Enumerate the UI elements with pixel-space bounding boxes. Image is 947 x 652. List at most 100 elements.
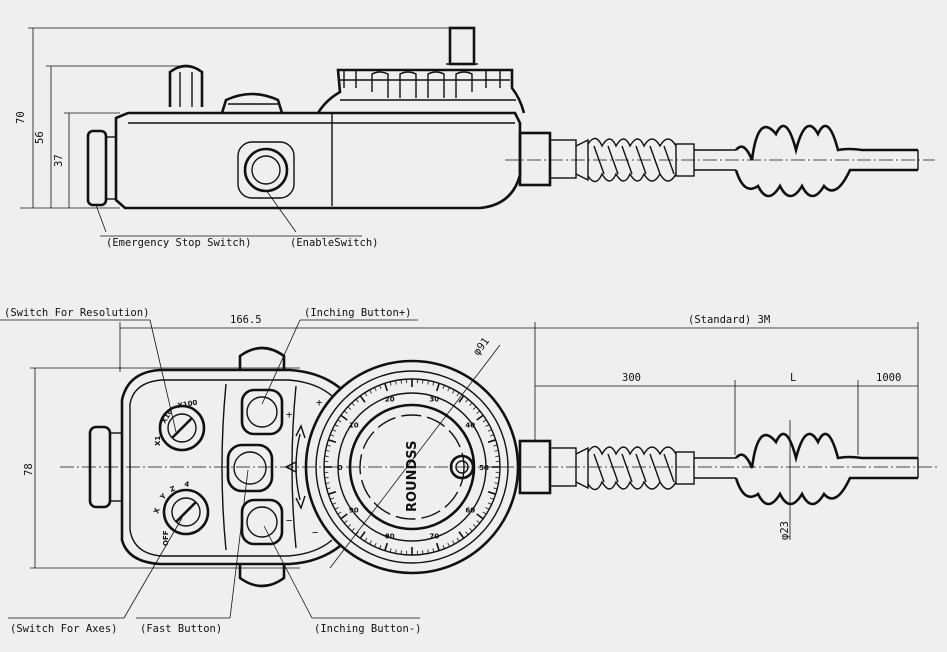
dial-tick (485, 424, 490, 427)
handwheel-outer (304, 359, 520, 575)
dial-tick (435, 383, 440, 392)
dial-number: 10 (349, 422, 359, 430)
dial-tick (355, 531, 359, 536)
dial-number: 70 (429, 532, 439, 540)
dial-tick (364, 537, 368, 542)
dial-tick (400, 550, 402, 555)
dial-tick (476, 414, 484, 421)
dial-tick (458, 395, 465, 403)
dial-tick (332, 429, 337, 432)
dial-tick (485, 507, 490, 510)
enable-switch-side (243, 147, 289, 193)
dial-number: 50 (479, 464, 489, 472)
axes-mark-4: 4 (184, 480, 190, 489)
emergency-stop-top (88, 425, 112, 509)
dial-tick (432, 381, 435, 386)
emergency-stop-side (86, 129, 108, 207)
resolution-mark-x1: X1 (154, 436, 162, 446)
dial-tick (447, 542, 450, 547)
dial-tick (452, 389, 455, 394)
minus-sign: − (286, 515, 292, 527)
dial-tick (379, 544, 382, 549)
dial-tick (334, 424, 339, 427)
dial-tick (351, 527, 355, 532)
dial-tick (465, 531, 469, 536)
dial-tick (442, 385, 445, 390)
dial-tick (379, 385, 382, 390)
dim-78-label: 78 (23, 463, 35, 476)
dial-tick (328, 490, 337, 495)
dial-tick (400, 379, 402, 384)
coiled-cable-top (734, 432, 918, 506)
dial-tick (364, 392, 368, 397)
fast-button-side (220, 92, 284, 114)
dial-number: 90 (349, 506, 359, 514)
dial-tick (369, 389, 372, 394)
dial-tick (337, 419, 342, 423)
inching-plus-housing (240, 388, 284, 436)
label-enable-switch: (EnableSwitch) (290, 237, 379, 249)
dial-number: 20 (385, 396, 395, 404)
resolution-knob-side (168, 64, 204, 107)
axes-mark-z: Z (169, 485, 177, 494)
dim-300-label: 300 (622, 372, 641, 384)
dial-tick (495, 455, 500, 457)
dial-tick (482, 419, 487, 423)
dial-tick (343, 410, 348, 414)
dial-tick (493, 487, 498, 490)
dial-tick (494, 482, 499, 484)
dial-tick (369, 540, 372, 545)
coiled-cable-side (734, 124, 918, 198)
dial-tick (482, 511, 487, 515)
resolution-switch (158, 404, 206, 452)
top-view: 166.5 (Standard) 3M 300 L 1000 78 φ23 (0, 307, 940, 635)
dial-tick (343, 520, 348, 524)
dial-tick (465, 398, 469, 403)
dial-tick (334, 507, 339, 510)
dial-tick (355, 398, 359, 403)
dial-tick (324, 477, 329, 479)
axes-mark-off: OFF (162, 530, 170, 546)
crank-handle-top (449, 454, 475, 480)
axes-switch (162, 488, 210, 536)
dim-phi23-label: φ23 (779, 521, 791, 540)
dial-tick (495, 477, 500, 479)
dial-tick (347, 406, 352, 410)
dial-number: 40 (465, 422, 475, 430)
label-switch-resolution: (Switch For Resolution) (4, 307, 149, 319)
cable-gland-side (518, 131, 552, 187)
dial-tick (487, 502, 492, 505)
dim-37-label: 37 (53, 154, 65, 167)
handwheel-side (316, 68, 526, 114)
dim-70-label: 70 (15, 111, 27, 124)
dial-tick (489, 497, 494, 500)
pendant-body-top (120, 368, 341, 566)
dim-166-label: 166.5 (230, 314, 262, 326)
fast-button (233, 451, 267, 485)
dial-tick (324, 455, 329, 457)
pendant-body-side (114, 111, 522, 210)
crank-handle-side (448, 26, 476, 66)
dial-tick (432, 548, 435, 553)
dial-tick (442, 544, 445, 549)
dial-tick (427, 549, 429, 554)
dial-tick (330, 497, 335, 500)
dim-phi91-label: φ91 (471, 336, 492, 358)
plus-sign: + (286, 409, 292, 421)
dial-tick (422, 379, 424, 384)
dial-tick (325, 450, 330, 452)
axes-mark-y: Y (158, 492, 169, 503)
dial-tick (326, 487, 331, 490)
label-inching-plus: (Inching Button+) (304, 307, 411, 319)
resolution-mark-x100: X100 (177, 399, 198, 410)
dial-tick (472, 524, 477, 528)
dial-tick (493, 444, 498, 447)
dial-tick (435, 542, 440, 551)
label-emergency-stop: (Emergency Stop Switch) (106, 237, 251, 249)
dial-tick (487, 439, 496, 444)
dial-number: 60 (465, 506, 475, 514)
dial-tick (469, 527, 473, 532)
dial-tick (384, 383, 389, 392)
dial-tick (384, 542, 389, 551)
